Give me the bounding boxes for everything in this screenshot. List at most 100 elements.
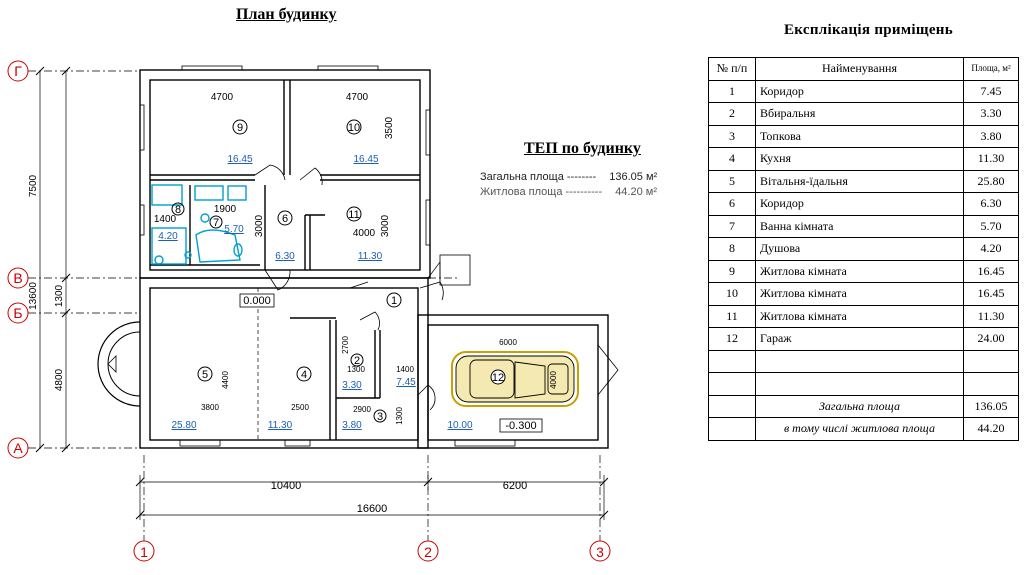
dim-6200: 6200	[503, 480, 527, 492]
dim-4000-b: 4000	[549, 371, 558, 389]
axis-bubble-v: В	[7, 267, 29, 289]
row-num: 12	[708, 327, 756, 351]
room-marker-3: 3	[373, 409, 387, 423]
level-garage: -0.300	[505, 420, 536, 432]
dim-13600: 13600	[28, 282, 39, 310]
row-area: 16.45	[963, 282, 1019, 306]
axis-bubble-2: 2	[417, 540, 439, 562]
row-num: 10	[708, 282, 756, 306]
row-area: 24.00	[963, 327, 1019, 351]
room-marker-9: 9	[232, 119, 248, 135]
row-name: Кухня	[755, 147, 964, 171]
row-name: Ванна кімната	[755, 214, 964, 238]
total-value: 136.05	[963, 394, 1019, 418]
dim-1400-b: 1400	[396, 365, 414, 374]
row-name: Коридор	[755, 192, 964, 216]
row-area: 5.70	[963, 214, 1019, 238]
tep-living-value: 44.20 м²	[615, 186, 657, 198]
room-area-8: 4.20	[158, 231, 178, 242]
tep-title: ТЕП по будинку	[524, 140, 641, 157]
tep-living-row: Житлова площа ---------- 44.20 м²	[480, 186, 657, 198]
room-marker-7: 7	[209, 215, 223, 229]
row-num: 4	[708, 147, 756, 171]
axis-3-label: 3	[596, 544, 604, 560]
living-label: в тому числі житлова площа	[755, 417, 964, 441]
dim-3500: 3500	[384, 116, 395, 139]
room-number: 11	[348, 209, 359, 221]
dim-2900: 2900	[353, 405, 371, 414]
header-name: Найменування	[755, 57, 964, 81]
floor-plan-drawing: Г В Б А 1 2 3 7500 13600 1300 4	[7, 60, 619, 562]
row-num: 8	[708, 237, 756, 261]
row-area: 16.45	[963, 259, 1019, 283]
room-marker-4: 4	[296, 366, 312, 382]
row-area: 11.30	[963, 147, 1019, 171]
axis-g-label: Г	[14, 63, 22, 79]
room-number: 1	[391, 295, 397, 307]
row-name: Коридор	[755, 79, 964, 103]
row-num: 7	[708, 214, 756, 238]
axis-b-label: Б	[13, 305, 22, 321]
dim-3000-a: 3000	[254, 214, 265, 237]
row-num: 2	[708, 102, 756, 126]
row-area: 11.30	[963, 304, 1019, 328]
row-area: 25.80	[963, 169, 1019, 193]
row-num: 11	[708, 304, 756, 328]
dim-4700-a: 4700	[211, 92, 234, 103]
axis-2-label: 2	[424, 544, 432, 560]
dim-3800: 3800	[201, 403, 219, 412]
row-area: 7.45	[963, 79, 1019, 103]
dim-4700-b: 4700	[346, 92, 369, 103]
dim-2500: 2500	[291, 403, 309, 412]
axis-1-label: 1	[140, 544, 148, 560]
dim-3000-b: 3000	[380, 214, 391, 237]
dim-4000-a: 4000	[353, 228, 376, 239]
dim-1900: 1900	[214, 204, 237, 215]
dim-6000: 6000	[499, 338, 517, 347]
room-number: 5	[202, 369, 208, 381]
room-marker-10: 10	[346, 119, 362, 135]
plan-title: План будинку	[236, 6, 337, 23]
row-num: 5	[708, 169, 756, 193]
level-floor: 0.000	[243, 295, 271, 307]
row-num: 1	[708, 79, 756, 103]
dim-10400: 10400	[271, 480, 302, 492]
row-num: 3	[708, 124, 756, 148]
room-marker-8: 8	[171, 202, 185, 216]
room-marker-1: 1	[386, 292, 402, 308]
room-area-4: 11.30	[268, 420, 293, 431]
axis-bubble-1: 1	[133, 540, 155, 562]
axis-bubble-b: Б	[7, 302, 29, 324]
tep-total-row: Загальна площа -------- 136.05 м²	[480, 171, 657, 183]
room-number: 9	[237, 122, 243, 134]
table-row-empty	[708, 372, 1019, 396]
row-num: 9	[708, 259, 756, 283]
row-area: 3.30	[963, 102, 1019, 126]
room-area-12: 10.00	[447, 420, 472, 431]
room-area-7: 5.70	[224, 224, 244, 235]
room-area-3: 3.80	[342, 420, 362, 431]
axis-bubble-a: А	[7, 437, 29, 459]
room-marker-5: 5	[197, 366, 213, 382]
row-name: Вітальня-їдальня	[755, 169, 964, 193]
living-value: 44.20	[963, 417, 1019, 441]
axis-bubble-3: 3	[589, 540, 611, 562]
dim-1300-c: 1300	[395, 407, 404, 425]
room-number: 3	[377, 411, 383, 423]
room-number: 6	[282, 213, 288, 225]
tep-living-label: Житлова площа ----------	[480, 186, 603, 198]
row-name: Вбиральня	[755, 102, 964, 126]
room-area-1: 7.45	[396, 377, 416, 388]
dim-1300-b: 1300	[347, 365, 365, 374]
tep-total-value: 136.05 м²	[609, 171, 658, 183]
dim-16600: 16600	[357, 503, 388, 515]
room-marker-6: 6	[277, 210, 293, 226]
row-area: 4.20	[963, 237, 1019, 261]
room-number: 8	[175, 204, 181, 216]
